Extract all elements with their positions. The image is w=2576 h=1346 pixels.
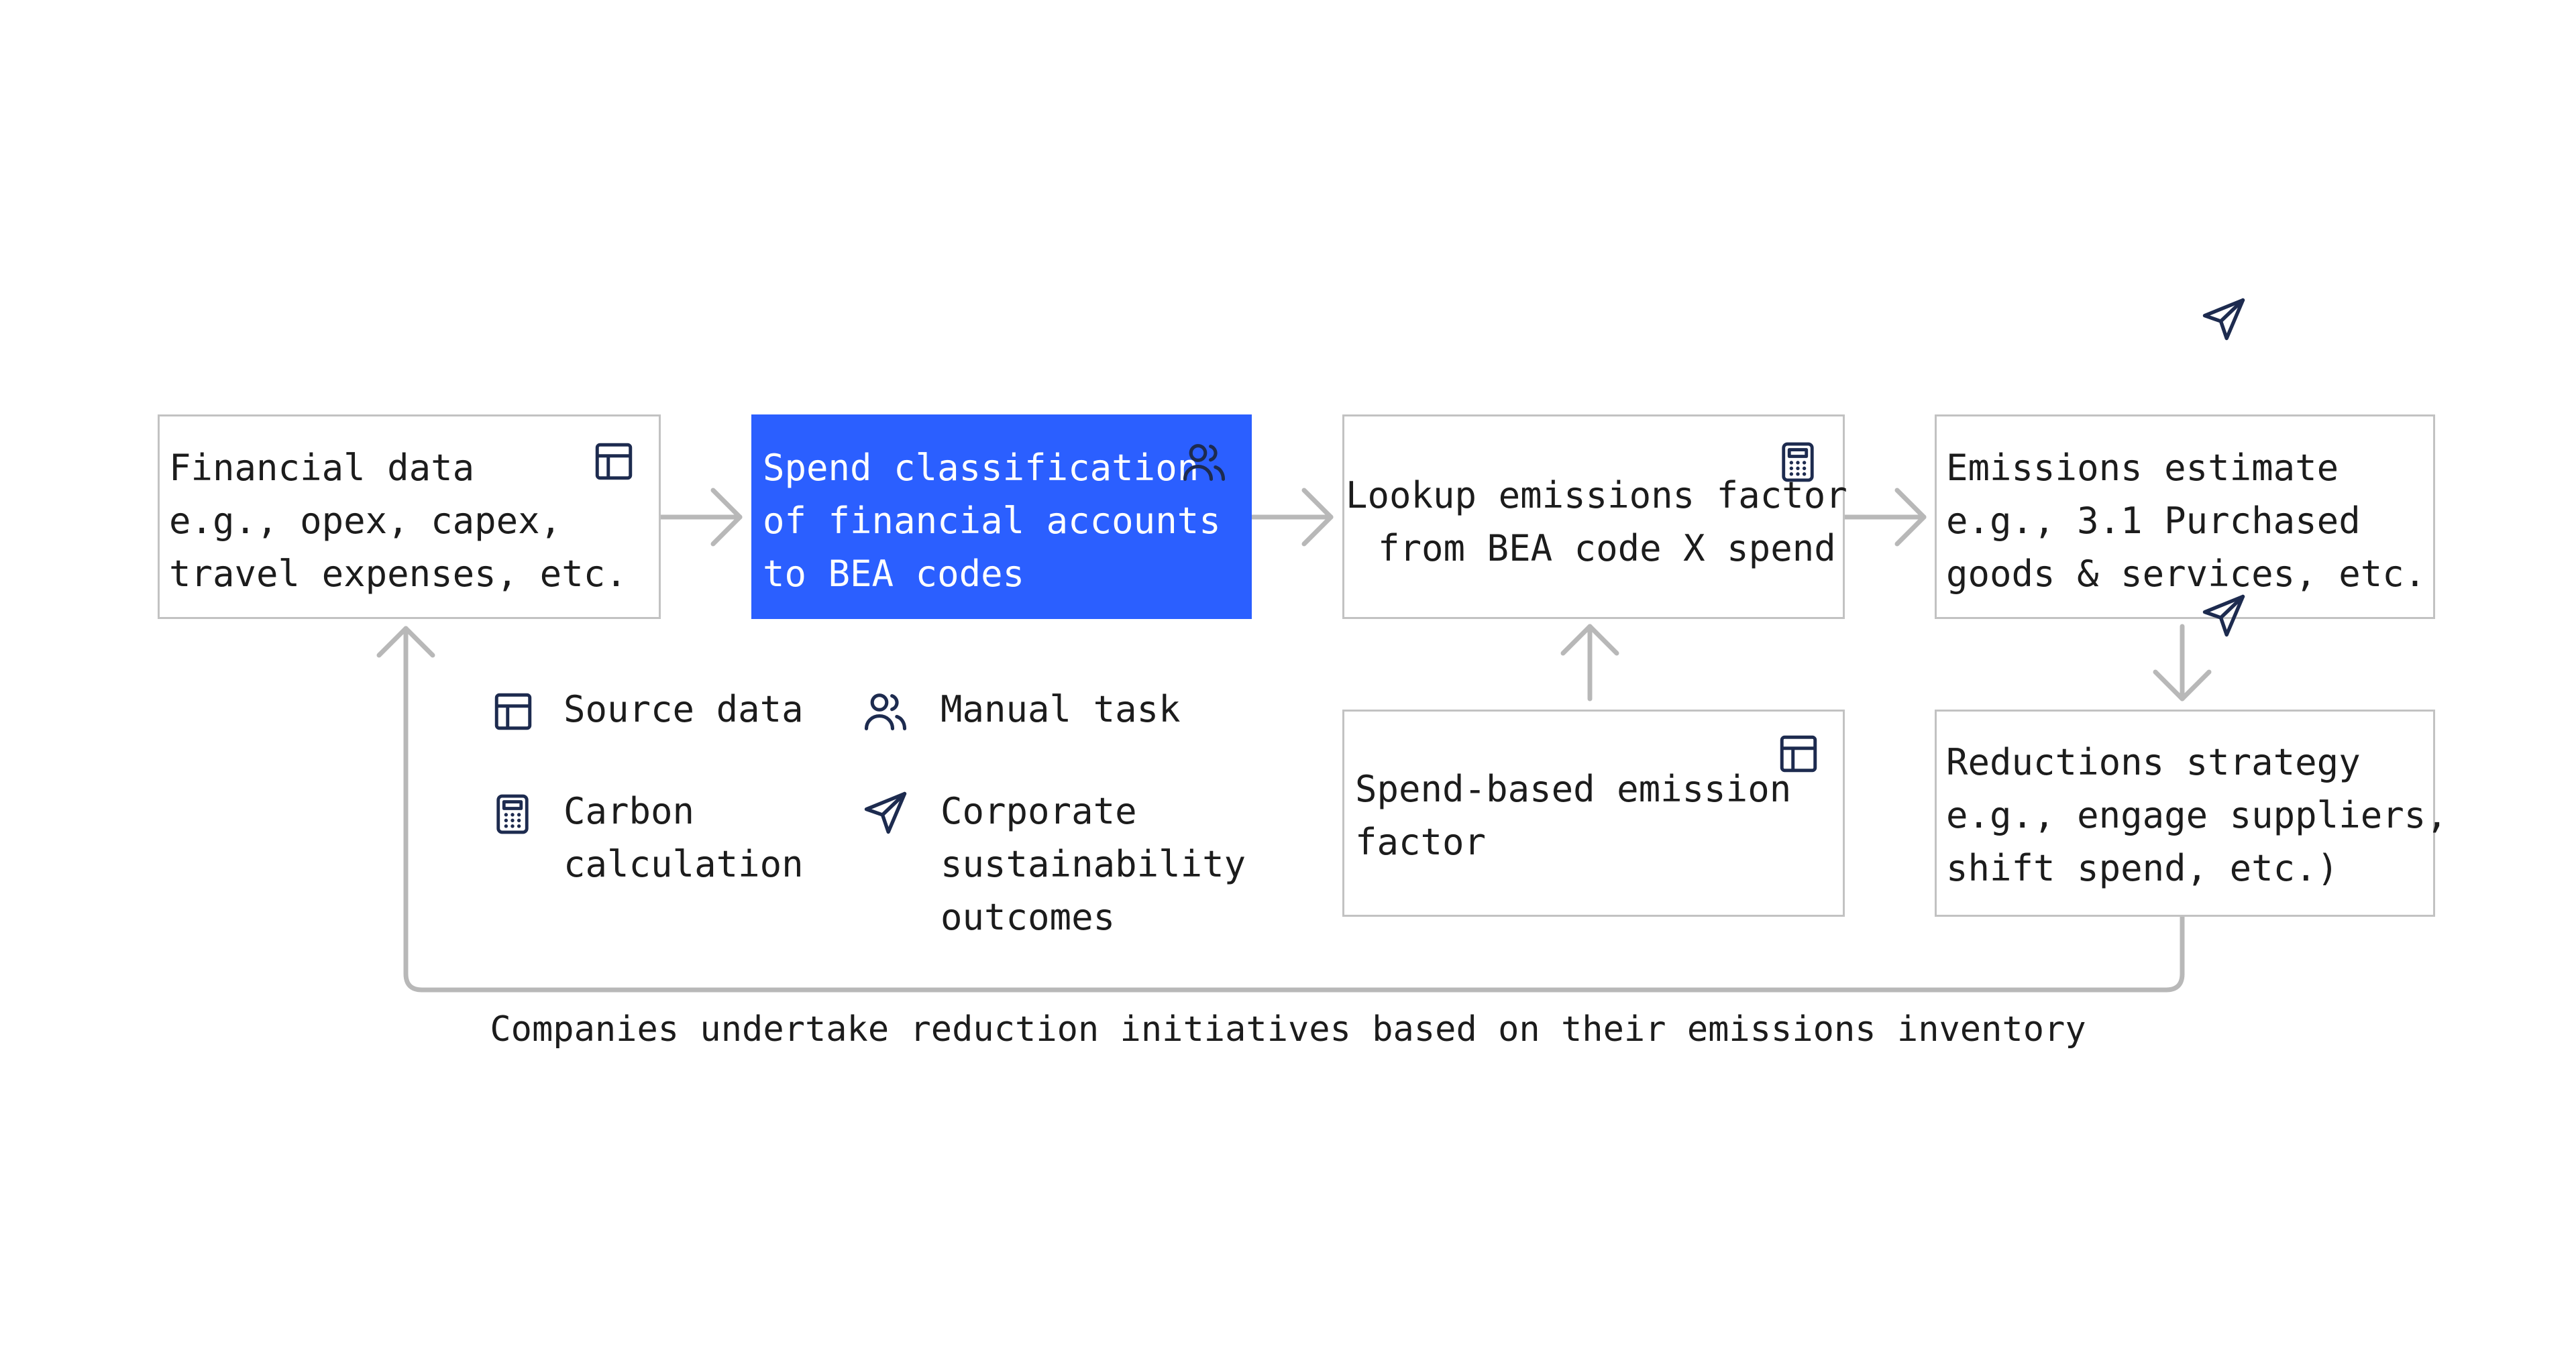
legend-corporate-line1: Corporate bbox=[941, 790, 1137, 832]
node-financial-data-line2: e.g., opex, capex, bbox=[169, 500, 562, 542]
table-icon bbox=[595, 443, 633, 480]
node-spend-factor: Spend-based emission factor bbox=[1342, 710, 1845, 917]
node-financial-data-line1: Financial data bbox=[169, 447, 475, 489]
node-lookup-factor-line1: Lookup emissions factor bbox=[1346, 474, 1847, 516]
users-icon bbox=[864, 693, 907, 731]
send-icon bbox=[864, 791, 907, 834]
table-icon bbox=[1780, 735, 1817, 773]
node-reductions-strategy: Reductions strategy e.g., engage supplie… bbox=[1935, 710, 2448, 917]
node-spend-classification-line2: of financial accounts bbox=[763, 500, 1221, 542]
node-emissions-estimate-line2: e.g., 3.1 Purchased bbox=[1946, 500, 2361, 542]
arrow-lookup-to-estimate bbox=[1842, 488, 1927, 547]
legend-carbon-line2: calculation bbox=[564, 843, 804, 885]
node-lookup-factor-line2: from BEA code X spend bbox=[1378, 527, 1836, 569]
arrow-feedback-loop bbox=[376, 626, 2185, 993]
node-emissions-estimate-line3: goods & services, etc. bbox=[1946, 553, 2426, 595]
node-emissions-estimate-line1: Emissions estimate bbox=[1946, 447, 2339, 489]
calculator-icon bbox=[496, 794, 529, 834]
node-spend-classification: Spend classification of financial accoun… bbox=[751, 414, 1252, 619]
send-icon bbox=[2202, 298, 2245, 341]
legend-manual-task: Manual task bbox=[941, 688, 1181, 730]
node-reductions-line3: shift spend, etc.) bbox=[1946, 847, 2339, 889]
node-spend-classification-line1: Spend classification bbox=[763, 447, 1199, 489]
legend-source-data: Source data bbox=[564, 688, 804, 730]
send-icon bbox=[2202, 594, 2245, 637]
node-reductions-line2: e.g., engage suppliers, bbox=[1946, 794, 2448, 836]
arrow-financial-to-classification bbox=[658, 488, 743, 547]
node-spend-factor-line2: factor bbox=[1355, 821, 1487, 863]
legend-carbon-line1: Carbon bbox=[564, 790, 695, 832]
legend-corporate-line2: sustainability bbox=[941, 843, 1246, 885]
diagram-caption: Companies undertake reduction initiative… bbox=[490, 1009, 2086, 1050]
calculator-icon bbox=[1782, 442, 1814, 482]
node-lookup-factor: Lookup emissions factor from BEA code X … bbox=[1342, 414, 1847, 619]
node-spend-factor-line1: Spend-based emission bbox=[1355, 768, 1792, 810]
node-reductions-line1: Reductions strategy bbox=[1946, 741, 2361, 783]
legend-corporate-line3: outcomes bbox=[941, 896, 1116, 938]
users-icon bbox=[1183, 444, 1226, 482]
arrow-factor-to-lookup bbox=[1560, 624, 1619, 702]
table-icon bbox=[494, 693, 532, 730]
arrow-estimate-to-reductions bbox=[2153, 624, 2212, 702]
arrow-classification-to-lookup bbox=[1249, 488, 1334, 547]
node-financial-data: Financial data e.g., opex, capex, travel… bbox=[158, 414, 661, 619]
node-emissions-estimate: Emissions estimate e.g., 3.1 Purchased g… bbox=[1935, 414, 2435, 619]
node-spend-classification-line3: to BEA codes bbox=[763, 553, 1025, 595]
node-financial-data-line3: travel expenses, etc. bbox=[169, 553, 627, 595]
